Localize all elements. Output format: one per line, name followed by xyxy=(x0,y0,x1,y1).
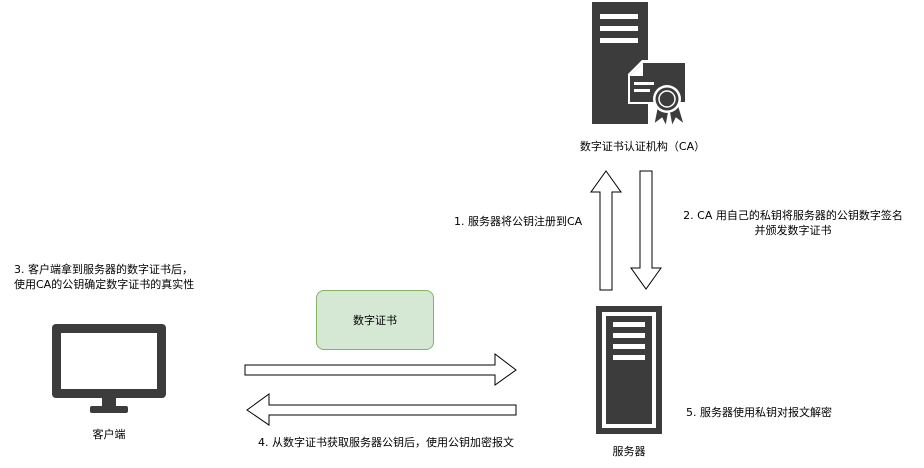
issue-down-arrow xyxy=(630,170,662,290)
message-left-arrow xyxy=(246,393,517,426)
step2-line2: 并颁发数字证书 xyxy=(754,224,832,237)
step3-label: 3. 客户端拿到服务器的数字证书后， 使用CA的公钥确定数字证书的真实性 xyxy=(14,262,194,292)
certificate-right-arrow xyxy=(244,352,517,386)
server-icon xyxy=(596,306,662,434)
certificate-box: 数字证书 xyxy=(316,290,434,350)
client-monitor-icon xyxy=(52,324,166,413)
server-label: 服务器 xyxy=(612,445,646,458)
step1-label: 1. 服务器将公钥注册到CA xyxy=(454,215,583,228)
register-up-arrow xyxy=(590,170,622,291)
step3-line1: 3. 客户端拿到服务器的数字证书后， xyxy=(14,263,193,276)
ca-server-certificate-icon xyxy=(592,2,688,128)
step3-line2: 使用CA的公钥确定数字证书的真实性 xyxy=(14,278,195,291)
certificate-label: 数字证书 xyxy=(353,314,397,327)
step2-label: 2. CA 用自己的私钥将服务器的公钥数字签名 并颁发数字证书 xyxy=(673,208,913,238)
client-label: 客户端 xyxy=(92,428,126,441)
step4-label: 4. 从数字证书获取服务器公钥后，使用公钥加密报文 xyxy=(258,436,514,449)
step2-line1: 2. CA 用自己的私钥将服务器的公钥数字签名 xyxy=(683,209,903,222)
ca-label: 数字证书认证机构（CA） xyxy=(579,140,706,153)
step5-label: 5. 服务器使用私钥对报文解密 xyxy=(686,406,832,419)
